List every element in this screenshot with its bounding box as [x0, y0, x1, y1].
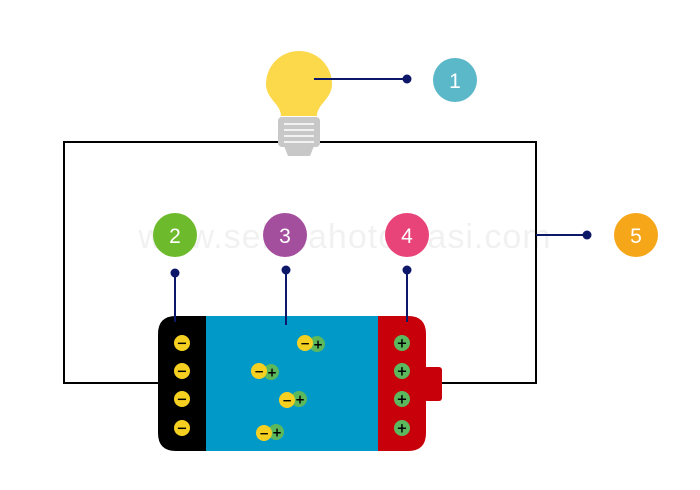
- callout-number: 4: [401, 225, 413, 248]
- svg-text:−: −: [282, 394, 292, 408]
- svg-text:+: +: [295, 393, 305, 407]
- leader-line-3: [281, 265, 291, 325]
- proton: +: [394, 420, 410, 437]
- svg-text:−: −: [177, 393, 188, 408]
- callout-badge: [614, 213, 658, 257]
- ion-pair: − +: [256, 424, 284, 441]
- svg-text:−: −: [259, 427, 269, 441]
- electron: −: [174, 335, 190, 352]
- callout-badge: [153, 213, 197, 257]
- electron: −: [174, 391, 190, 408]
- callout-3: 3: [263, 213, 307, 257]
- battery: [158, 316, 442, 451]
- svg-text:−: −: [177, 337, 188, 352]
- proton-column: + + + +: [394, 335, 410, 437]
- electron: −: [174, 363, 190, 380]
- svg-text:−: −: [254, 365, 264, 379]
- leader-line-2: [170, 268, 180, 322]
- callout-2: 2: [153, 213, 197, 257]
- callout-number: 1: [449, 70, 461, 93]
- electrolyte: [206, 316, 378, 451]
- bulb-glass: [266, 51, 332, 116]
- leader-lines: [170, 74, 592, 325]
- proton: +: [394, 335, 410, 352]
- proton: +: [394, 363, 410, 380]
- callout-4: 4: [385, 213, 429, 257]
- callout-badge: [263, 213, 307, 257]
- callout-1: 1: [433, 58, 477, 102]
- electron: −: [174, 420, 190, 437]
- electron-column: − − − −: [174, 335, 190, 437]
- bulb-base-tip: [284, 146, 314, 156]
- svg-text:+: +: [397, 365, 408, 380]
- ion-pair: − +: [251, 363, 279, 380]
- battery-terminal: [424, 367, 442, 401]
- svg-text:+: +: [397, 422, 408, 437]
- callout-number: 3: [279, 225, 291, 248]
- proton: +: [394, 391, 410, 408]
- leader-line-1: [314, 74, 412, 84]
- callout-badge: [433, 58, 477, 102]
- callout-number: 5: [630, 225, 642, 248]
- svg-text:−: −: [177, 365, 188, 380]
- leader-line-5: [536, 230, 592, 240]
- callout-badge: [385, 213, 429, 257]
- negative-plate: [158, 316, 206, 451]
- svg-text:+: +: [397, 393, 408, 408]
- svg-text:−: −: [300, 337, 310, 351]
- callout-5: 5: [614, 213, 658, 257]
- leader-line-4: [402, 265, 412, 322]
- svg-text:−: −: [177, 422, 188, 437]
- svg-text:+: +: [397, 337, 408, 352]
- watermark: www.sekolahotomasi.com: [137, 218, 551, 256]
- light-bulb-icon: [266, 51, 332, 156]
- ion-pairs: − + − + − + − +: [251, 335, 325, 441]
- svg-text:+: +: [267, 366, 277, 380]
- ion-pair: − +: [279, 391, 307, 408]
- callout-number: 2: [169, 225, 181, 248]
- positive-plate: [378, 316, 426, 451]
- ion-pair: − +: [297, 335, 325, 352]
- svg-text:+: +: [313, 338, 323, 352]
- svg-text:+: +: [272, 426, 282, 440]
